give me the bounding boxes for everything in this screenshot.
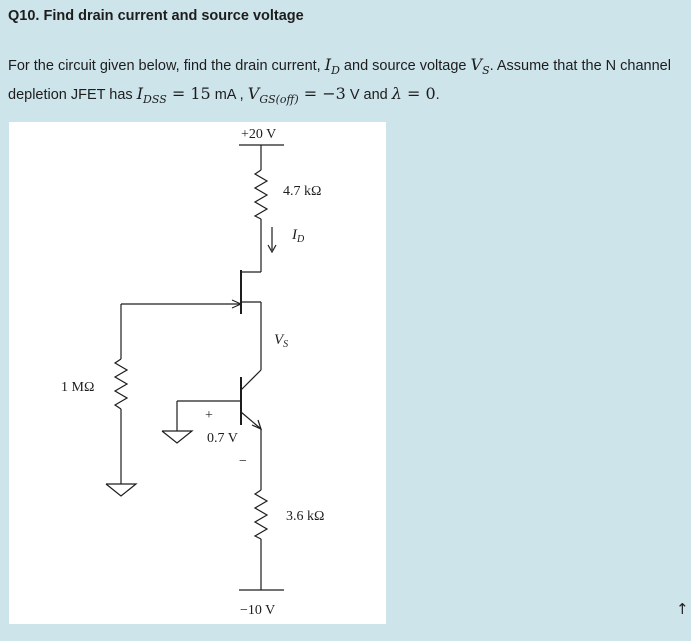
vee-label: −10 V [240, 603, 275, 618]
scroll-to-top-icon[interactable]: ↑ [676, 600, 689, 618]
gate-resistor-label: 1 MΩ [61, 380, 94, 395]
emitter-resistor [253, 489, 269, 540]
drain-current-label: ID [291, 227, 305, 245]
vbe-minus-label: − [239, 454, 247, 469]
bjt-collector [240, 369, 262, 391]
source-voltage-symbol: VS [470, 55, 490, 78]
bjt-emitter [240, 411, 262, 430]
vgs-off-symbol: VGS(off) [247, 84, 299, 107]
vdd-label: +20 V [241, 127, 276, 142]
vbe-label: 0.7 V [207, 431, 238, 446]
vbe-plus-label: + [205, 408, 213, 423]
circuit-figure: +20 V 4.7 kΩ ID VS 1 MΩ + 0.7 V − 3.6 kΩ… [9, 122, 386, 624]
emitter-resistor-label: 3.6 kΩ [286, 509, 324, 524]
gate-ground-icon [105, 483, 138, 497]
source-voltage-label: VS [274, 332, 288, 350]
drain-current-symbol: ID [324, 55, 340, 78]
drain-resistor-label: 4.7 kΩ [283, 184, 321, 199]
circuit-diagram: +20 V 4.7 kΩ ID VS 1 MΩ + 0.7 V − 3.6 kΩ… [61, 127, 324, 618]
idss-symbol: IDSS [136, 84, 167, 107]
base-ground-icon [161, 430, 194, 444]
question-title: Q10. Find drain current and source volta… [8, 8, 304, 24]
gate-resistor [113, 358, 129, 410]
drain-resistor [253, 169, 269, 220]
question-text: For the circuit given below, find the dr… [8, 55, 671, 107]
lambda-symbol: λ [391, 84, 402, 104]
